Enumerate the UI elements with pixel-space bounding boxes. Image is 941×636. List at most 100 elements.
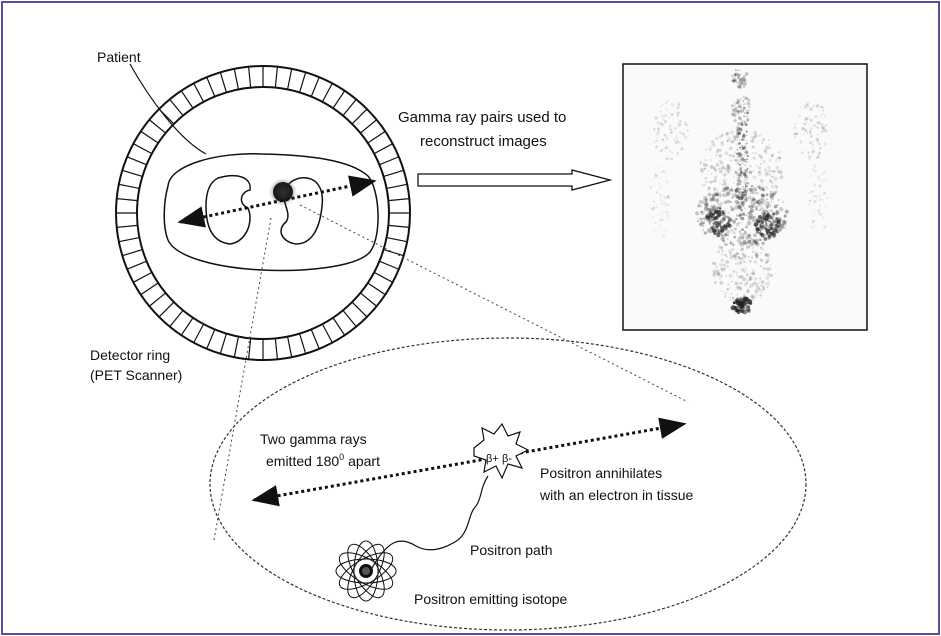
scan-speck — [734, 232, 736, 234]
scan-speck — [723, 180, 726, 183]
detector-segment — [368, 131, 385, 143]
scan-speck — [812, 105, 814, 107]
scan-speck — [743, 103, 745, 105]
scan-speck — [823, 191, 826, 194]
scan-speck — [800, 106, 801, 107]
scan-speck — [731, 187, 733, 189]
scan-speck — [716, 226, 718, 228]
scan-speck — [665, 137, 668, 140]
scan-speck — [736, 102, 738, 104]
scan-speck — [705, 202, 709, 206]
scan-speck — [738, 177, 739, 178]
scan-speck — [759, 219, 762, 222]
scan-speck — [677, 115, 679, 117]
scan-speck — [817, 121, 820, 124]
detector-segment — [360, 120, 376, 133]
scan-speck — [727, 283, 729, 285]
detector-segment — [322, 83, 332, 102]
scan-speck — [708, 193, 712, 197]
scan-speck — [755, 206, 758, 209]
scan-speck — [714, 269, 718, 273]
scan-speck — [739, 139, 740, 140]
scan-speck — [743, 154, 745, 156]
scan-speck — [722, 194, 724, 196]
scan-speck — [724, 295, 726, 297]
scan-speck — [733, 182, 735, 184]
scan-speck — [773, 227, 778, 232]
scan-speck — [751, 295, 753, 297]
detector-segment — [133, 272, 152, 282]
scan-speck — [766, 276, 770, 280]
scan-speck — [653, 229, 655, 231]
scan-speck — [737, 139, 739, 141]
scan-speck — [726, 140, 728, 142]
scan-speck — [703, 218, 706, 221]
scan-speck — [736, 183, 739, 186]
scan-speck — [748, 206, 750, 208]
scan-speck — [718, 168, 720, 170]
scan-speck — [735, 263, 737, 265]
scan-speck — [748, 106, 750, 108]
scan-speck — [712, 143, 716, 147]
scan-speck — [687, 125, 689, 127]
scan-speck — [663, 141, 665, 143]
scan-speck — [739, 215, 742, 218]
scan-speck — [812, 144, 814, 146]
scan-speck — [731, 192, 733, 194]
scan-speck — [744, 193, 747, 196]
scan-speck — [661, 203, 663, 205]
scan-speck — [752, 247, 754, 249]
scan-speck — [759, 135, 761, 137]
scan-speck — [765, 261, 768, 264]
isotope-label: Positron emitting isotope — [414, 591, 568, 607]
scan-speck — [670, 131, 673, 134]
scan-speck — [777, 232, 779, 234]
scan-speck — [746, 135, 747, 136]
detector-segment — [384, 170, 404, 176]
scan-speck — [751, 217, 754, 220]
scan-speck — [698, 204, 701, 207]
scan-speck — [772, 170, 774, 172]
scan-speck — [713, 179, 716, 182]
scan-speck — [760, 163, 762, 165]
scan-speck — [719, 160, 722, 163]
scan-speck — [818, 198, 821, 201]
scan-speck — [730, 206, 732, 208]
scan-speck — [825, 124, 827, 126]
scan-speck — [822, 109, 824, 111]
scan-speck — [659, 194, 662, 197]
scan-speck — [752, 251, 754, 253]
detector-segment — [234, 69, 238, 90]
scan-speck — [770, 195, 774, 199]
scan-speck — [704, 179, 705, 180]
scan-speck — [716, 272, 719, 275]
scan-speck — [751, 257, 753, 259]
scan-speck — [653, 200, 655, 202]
scan-speck — [814, 200, 817, 203]
detector-segment — [220, 334, 226, 354]
scan-speck — [740, 79, 742, 81]
scan-speck — [720, 258, 724, 262]
scan-speck — [761, 142, 763, 144]
scan-speck — [760, 226, 764, 230]
scan-speck — [801, 151, 804, 154]
scan-speck — [664, 211, 665, 212]
detector-segment — [379, 261, 398, 269]
patient-label: Patient — [97, 49, 141, 65]
scan-speck — [705, 177, 707, 179]
scan-speck — [671, 103, 674, 106]
scan-speck — [818, 184, 821, 187]
detector-segment — [388, 199, 409, 201]
detector-segment — [194, 324, 204, 343]
scan-speck — [822, 199, 824, 201]
scan-speck — [756, 295, 758, 297]
scan-speck — [659, 182, 662, 185]
scan-speck — [707, 190, 709, 192]
scan-speck — [727, 169, 728, 170]
scan-speck — [678, 104, 680, 106]
scan-speck — [741, 162, 743, 164]
scan-speck — [746, 289, 750, 293]
scan-speck — [821, 168, 822, 169]
scan-speck — [770, 264, 772, 266]
scan-speck — [656, 133, 659, 136]
